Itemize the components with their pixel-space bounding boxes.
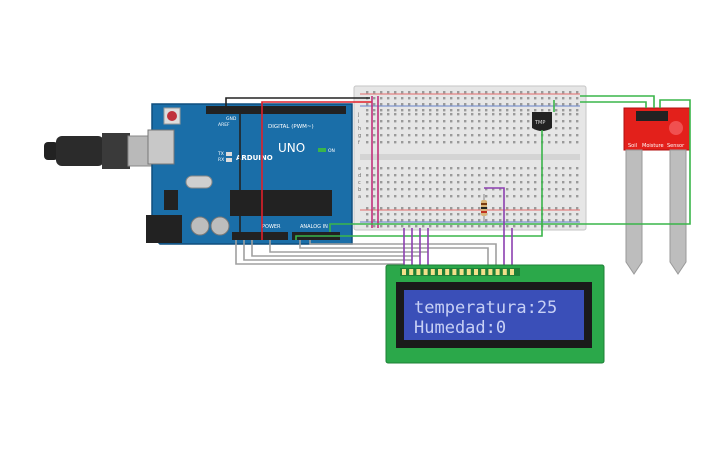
atmega-chip xyxy=(230,190,332,216)
row-letter-i: i xyxy=(358,119,359,125)
row-letter-f: f xyxy=(358,140,360,146)
power-label: POWER xyxy=(262,224,281,230)
soil-title-1: Soil xyxy=(628,143,637,149)
tx-label: TX xyxy=(217,151,224,157)
reset-button[interactable] xyxy=(167,111,177,121)
row-letter-e: e xyxy=(358,166,361,172)
lcd-pins[interactable] xyxy=(402,269,514,275)
gnd-label: GND xyxy=(226,116,237,122)
row-letter-h: h xyxy=(358,126,361,132)
lcd-line-1: temperatura:25 xyxy=(414,298,557,318)
breadboard-holes[interactable] xyxy=(366,91,579,228)
row-letter-b: b xyxy=(358,187,361,193)
lcd-screen xyxy=(404,290,584,340)
digital-header[interactable] xyxy=(206,106,346,114)
breadboard[interactable]: j i h g f e d c b a xyxy=(353,85,587,231)
resistor[interactable] xyxy=(481,194,487,222)
power-header[interactable] xyxy=(232,232,288,240)
digital-label: DIGITAL (PWM~) xyxy=(268,124,314,130)
power-led xyxy=(318,148,326,152)
lcd-line-2: Humedad:0 xyxy=(414,318,506,338)
temperature-sensor[interactable]: TMP xyxy=(532,112,552,131)
row-letter-j: j xyxy=(357,112,359,118)
analog-label: ANALOG IN xyxy=(300,224,328,230)
wires xyxy=(225,95,691,266)
brand-label: ARDUINO xyxy=(236,154,273,162)
soil-moisture-sensor[interactable]: Soil Moisture Sensor xyxy=(623,107,691,275)
row-letter-c: c xyxy=(358,180,361,186)
row-letter-d: d xyxy=(358,173,361,179)
soil-title-2: Moisture xyxy=(642,143,664,149)
row-letter-a: a xyxy=(358,194,361,200)
arduino-uno-board[interactable]: DIGITAL (PWM~) UNO ARDUINO POWER ANALOG … xyxy=(146,103,353,245)
on-label: ON xyxy=(328,148,335,154)
lcd-module[interactable]: temperatura:25 Humedad:0 xyxy=(385,264,605,364)
tmp-label: TMP xyxy=(534,120,545,126)
rx-label: RX xyxy=(218,157,224,163)
model-label: UNO xyxy=(278,141,305,155)
soil-title-3: Sensor xyxy=(667,143,685,149)
row-letter-g: g xyxy=(358,133,361,139)
aref-label: AREF xyxy=(218,122,230,128)
